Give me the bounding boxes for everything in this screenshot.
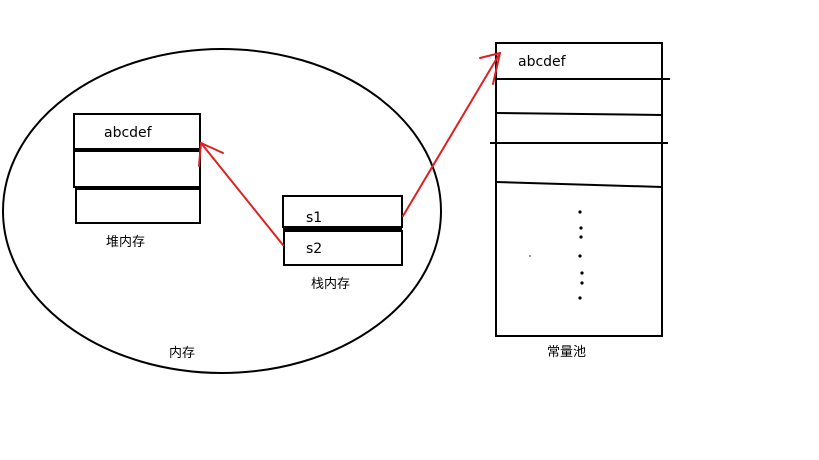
dot: [580, 281, 584, 285]
stray-dot: [529, 255, 531, 257]
arrow-s2-to-heap-line: [200, 142, 284, 246]
arrow-s1-to-pool-line: [402, 52, 501, 217]
stack-cell-s1-text: s1: [306, 210, 322, 226]
dot: [578, 254, 582, 258]
pool-divider-4: [495, 181, 663, 188]
stack-cell-s2-text: s2: [306, 241, 322, 257]
constant-pool-box: abcdef: [490, 42, 670, 337]
dot: [578, 210, 582, 214]
heap-label: 堆内存: [106, 234, 145, 250]
dot: [578, 296, 582, 300]
heap-box: abcdef: [73, 113, 201, 224]
memory-ellipse: [2, 48, 442, 374]
memory-label: 内存: [169, 345, 195, 361]
heap-cell-1-text: abcdef: [104, 125, 153, 141]
arrow-s2-to-heap-head: [198, 142, 224, 167]
stack-cell-s1: [282, 195, 403, 228]
stack-box: s1 s2: [282, 195, 403, 266]
pool-outline: [495, 42, 663, 337]
heap-cell-3: [75, 188, 201, 224]
reference-arrows: [198, 52, 501, 246]
pool-divider-2: [495, 112, 663, 116]
dot: [580, 271, 584, 275]
ellipsis-dots: [529, 210, 584, 300]
stack-cell-s2: [283, 230, 403, 266]
heap-cell-2: [73, 150, 201, 188]
pool-cell-1-text: abcdef: [518, 54, 567, 70]
dot: [579, 226, 583, 230]
arrow-s1-to-pool-head: [479, 52, 501, 85]
constant-pool-label: 常量池: [547, 345, 586, 360]
dot: [579, 235, 583, 239]
stack-label: 栈内存: [311, 276, 350, 292]
